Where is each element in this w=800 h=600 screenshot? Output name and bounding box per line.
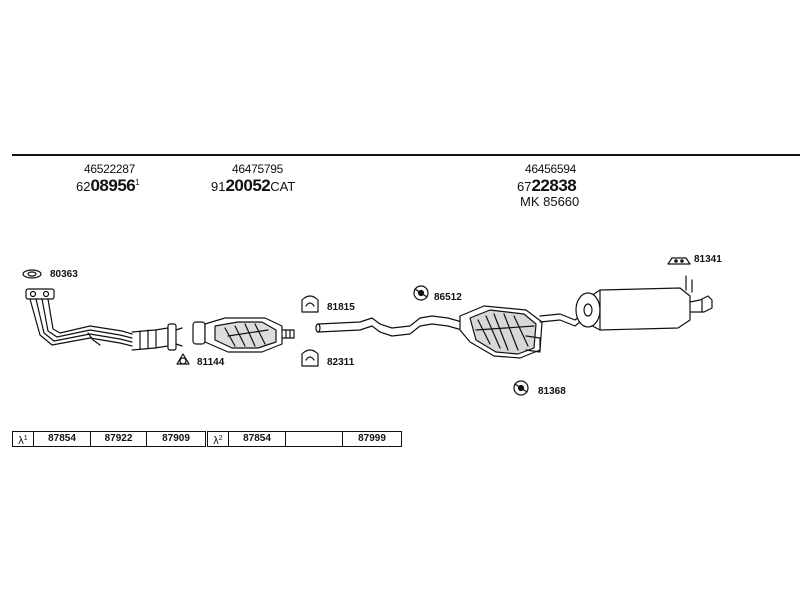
part-suffix: CAT bbox=[270, 179, 296, 194]
gasket-icon bbox=[22, 269, 42, 279]
table-cell: 87922 bbox=[90, 432, 146, 446]
catalyst-drawing bbox=[192, 317, 295, 353]
part-prefix: 62 bbox=[76, 179, 91, 194]
part-label-81341: 81341 bbox=[694, 254, 722, 265]
oem-number-rear: 46456594 bbox=[525, 162, 576, 176]
table-cell: 87999 bbox=[342, 432, 401, 446]
part-number-rear: 6722838 bbox=[517, 176, 577, 195]
mk-number: MK 85660 bbox=[520, 194, 580, 209]
lambda-symbol: λ1 bbox=[18, 435, 28, 447]
center-silencer-drawing bbox=[459, 305, 543, 359]
intermediate-pipe-drawing bbox=[315, 315, 463, 337]
front-pipe-drawing bbox=[25, 288, 183, 351]
rubber-mount-icon-86512 bbox=[413, 285, 429, 301]
clamp-icon-81815 bbox=[301, 295, 319, 313]
oem-number-catalyst: 46475795 bbox=[232, 162, 283, 176]
part-sup: 1 bbox=[135, 178, 140, 187]
table-cell bbox=[285, 432, 342, 446]
part-bold: 08956 bbox=[90, 176, 136, 195]
part-label-82311: 82311 bbox=[327, 357, 355, 368]
part-prefix: 91 bbox=[211, 179, 226, 194]
part-number-catalyst: 9120052CAT bbox=[211, 177, 295, 194]
part-bold: 20052 bbox=[225, 176, 271, 195]
table-cell: 87909 bbox=[146, 432, 205, 446]
part-label-80363: 80363 bbox=[50, 269, 78, 280]
part-label-81368: 81368 bbox=[538, 386, 566, 397]
part-prefix: 67 bbox=[517, 179, 532, 194]
lambda-table-2: λ2 87854 87999 bbox=[207, 431, 402, 447]
part-label-81144: 81144 bbox=[197, 357, 225, 368]
oem-number-front-pipe: 46522287 bbox=[84, 162, 135, 176]
clamp-icon-82311 bbox=[301, 349, 319, 367]
header-rule bbox=[12, 154, 800, 156]
rubber-mount-icon-81368 bbox=[513, 380, 529, 396]
part-label-86512: 86512 bbox=[434, 292, 462, 303]
table-cell: 87854 bbox=[228, 432, 285, 446]
table-cell: 87854 bbox=[33, 432, 90, 446]
part-bold: 22838 bbox=[531, 176, 577, 195]
part-label-81815: 81815 bbox=[327, 302, 355, 313]
lambda-table-1: λ1 87854 87922 87909 bbox=[12, 431, 206, 447]
seal-ring-icon bbox=[176, 353, 190, 365]
hanger-icon bbox=[667, 257, 691, 265]
part-number-front-pipe: 62089561 bbox=[76, 177, 140, 194]
rear-silencer-drawing bbox=[539, 275, 713, 331]
lambda-symbol: λ2 bbox=[213, 435, 223, 447]
